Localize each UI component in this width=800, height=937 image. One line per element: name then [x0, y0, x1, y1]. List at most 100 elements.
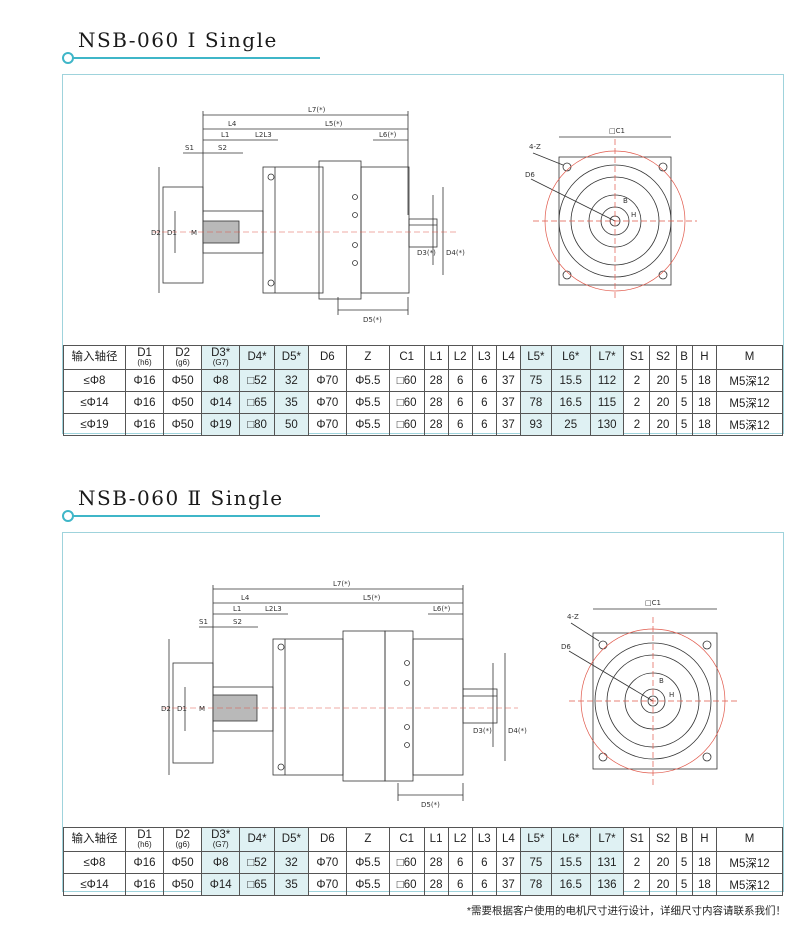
col-header: L1 [423, 345, 449, 370]
dim-B: B [659, 677, 664, 685]
table-cell: 18 [691, 851, 718, 874]
col-header: M [716, 827, 783, 852]
table-cell: Φ14 [201, 391, 241, 414]
table-cell: 131 [589, 851, 625, 874]
table-cell: M5深12 [716, 413, 783, 436]
table-cell: 2 [623, 851, 651, 874]
spec-table: 输入轴径 D1(h6) D2(g6) D3*(G7) D4* D5* D6 Z … [63, 345, 783, 436]
col-header: L6* [550, 345, 591, 370]
table-cell: 75 [519, 369, 552, 392]
dim-S1: S1 [185, 144, 194, 152]
col-header: D5* [273, 345, 309, 370]
table-cell: Φ8 [201, 851, 241, 874]
dim-D5: D5(*) [421, 801, 440, 809]
dim-L5: L5(*) [363, 594, 381, 602]
dim-B: B [623, 197, 628, 205]
section-title: NSB-060 Ⅰ Single [78, 28, 278, 52]
table-cell: 5 [675, 851, 693, 874]
table-cell: 32 [273, 369, 309, 392]
table-cell: 18 [691, 873, 718, 896]
table-cell: 2 [623, 391, 651, 414]
table-cell: □60 [388, 851, 425, 874]
col-header: L4 [495, 827, 521, 852]
table-cell: 5 [675, 369, 693, 392]
table-cell: 2 [623, 873, 651, 896]
table-cell: ≤Φ14 [63, 391, 126, 414]
col-header: C1 [388, 345, 425, 370]
table-cell: 78 [519, 391, 552, 414]
table-cell: □60 [388, 873, 425, 896]
spec-panel: L7(*) L4 L5(*) L1 L2L3 L6(*) S1 S2 D2 D1… [62, 74, 784, 436]
col-header: L1 [423, 827, 449, 852]
title-underline [68, 57, 320, 59]
table-cell: 18 [691, 413, 718, 436]
table-cell: 37 [495, 391, 521, 414]
col-header: S2 [649, 345, 677, 370]
col-header: L5* [519, 345, 552, 370]
table-header-row: 输入轴径 D1(h6) D2(g6) D3*(G7) D4* D5* D6 Z … [63, 345, 783, 370]
col-header: H [691, 345, 718, 370]
table-cell: □60 [388, 391, 425, 414]
table-cell: Φ70 [307, 413, 347, 436]
col-header: B [675, 827, 693, 852]
table-cell: 6 [447, 873, 473, 896]
title-bullet-icon [62, 510, 74, 522]
table-cell: □65 [239, 873, 275, 896]
col-header: L2 [447, 827, 473, 852]
dim-H: H [669, 691, 674, 699]
table-cell: 20 [649, 413, 677, 436]
col-header: D1(h6) [124, 827, 165, 852]
table-cell: 75 [519, 851, 552, 874]
table-cell: M5深12 [716, 851, 783, 874]
table-cell: □65 [239, 391, 275, 414]
table-cell: 18 [691, 369, 718, 392]
dim-M: M [191, 229, 197, 237]
table-cell: 28 [423, 851, 449, 874]
col-header: D4* [239, 827, 275, 852]
table-cell: □52 [239, 369, 275, 392]
col-header: S1 [623, 827, 651, 852]
table-cell: 6 [471, 851, 497, 874]
dim-M: M [199, 705, 205, 713]
table-cell: Φ19 [201, 413, 241, 436]
table-cell: 93 [519, 413, 552, 436]
table-cell: 15.5 [550, 369, 591, 392]
table-cell: Φ16 [124, 851, 165, 874]
dim-D5: D5(*) [363, 316, 382, 324]
table-cell: Φ5.5 [345, 369, 390, 392]
dim-L2L3: L2L3 [255, 131, 272, 139]
dim-D4: D4(*) [446, 249, 465, 257]
table-cell: Φ50 [163, 413, 203, 436]
dim-L7: L7(*) [308, 106, 326, 114]
col-header: L2 [447, 345, 473, 370]
table-cell: Φ5.5 [345, 391, 390, 414]
dim-D1: D1 [167, 229, 177, 237]
table-cell: Φ8 [201, 369, 241, 392]
table-cell: Φ5.5 [345, 873, 390, 896]
dim-D3: D3(*) [473, 727, 492, 735]
dim-Z: 4-Z [529, 143, 541, 151]
col-header: L5* [519, 827, 552, 852]
table-cell: 37 [495, 851, 521, 874]
col-header: D6 [307, 345, 347, 370]
table-cell: ≤Φ8 [63, 851, 126, 874]
table-cell: 5 [675, 873, 693, 896]
dim-D4: D4(*) [508, 727, 527, 735]
dim-L2L3: L2L3 [265, 605, 282, 613]
technical-drawing: L7(*) L4 L5(*) L1 L2L3 L6(*) S1 S2 D2 D1… [151, 106, 697, 324]
table-cell: ≤Φ8 [63, 369, 126, 392]
col-header: L3 [471, 345, 497, 370]
col-header: D3*(G7) [201, 827, 241, 852]
table-cell: 5 [675, 391, 693, 414]
table-cell: 6 [447, 413, 473, 436]
section-title: NSB-060 Ⅱ Single [78, 486, 284, 510]
table-cell: 20 [649, 873, 677, 896]
table-cell: 50 [273, 413, 309, 436]
dim-H: H [631, 211, 636, 219]
table-cell: Φ5.5 [345, 851, 390, 874]
col-header: D1(h6) [124, 345, 165, 370]
table-cell: 5 [675, 413, 693, 436]
